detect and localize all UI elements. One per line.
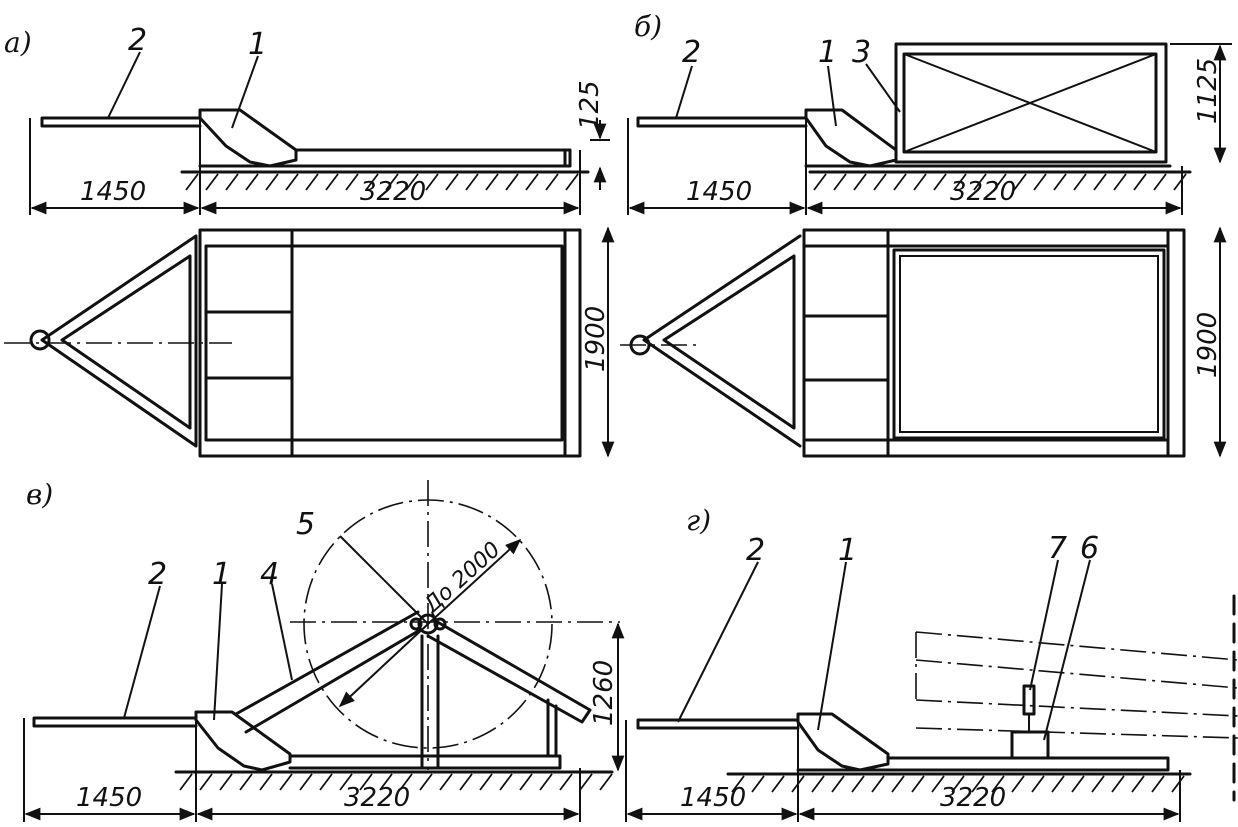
dim-length-d: 3220	[940, 783, 1006, 813]
callout-2-d: 2	[746, 533, 765, 568]
dim-height-a: 125	[575, 80, 605, 130]
callout-5-c: 5	[296, 507, 315, 542]
ramp-panels	[204, 310, 294, 380]
dim-drawbar-a: 1450	[80, 177, 146, 207]
frame-outline	[198, 228, 582, 458]
callout-2-a: 2	[128, 23, 147, 58]
ground-hatch	[179, 773, 613, 791]
view-b-side: б) 1450 3220 1125 2 1 3	[627, 10, 1232, 215]
view-b-plan: 1900	[620, 226, 1227, 458]
callout-1-b: 1	[818, 35, 837, 70]
towbar-a-frame	[40, 234, 198, 448]
frame-outline	[802, 228, 1186, 458]
view-a-label: а)	[4, 26, 32, 59]
pivot-bolt	[409, 617, 423, 631]
leader-line	[271, 583, 293, 681]
deck-outline	[204, 244, 564, 442]
dim-length-a: 3220	[360, 177, 426, 207]
ramp-1	[804, 108, 898, 168]
ramp-panels	[804, 314, 890, 382]
callout-7-d: 7	[1048, 531, 1067, 566]
leader-line	[675, 65, 693, 119]
view-c-label: в)	[26, 478, 53, 511]
leader-line	[817, 561, 847, 731]
leader-line	[827, 65, 837, 127]
callout-6-d: 6	[1080, 531, 1099, 566]
jack-7	[1022, 684, 1036, 716]
callout-1-c: 1	[212, 557, 231, 592]
callout-1-a: 1	[248, 27, 267, 62]
dim-drawbar-b: 1450	[686, 177, 752, 207]
drawbar-2	[40, 116, 202, 128]
dim-radius-c: До 2000	[419, 537, 506, 619]
platform	[288, 754, 562, 770]
ground-hatch	[731, 775, 1185, 793]
towbar-a-frame	[642, 234, 802, 448]
support-6	[1010, 730, 1050, 760]
callout-2-c: 2	[148, 557, 167, 592]
dim-length-c: 3220	[344, 783, 410, 813]
view-a-side: а) 1450 3220 125 2 1	[4, 23, 610, 215]
hitch-eye	[29, 329, 51, 351]
container-cross	[903, 53, 1157, 153]
view-d-side: г) 1450 3220 2 1 7 6	[625, 504, 1238, 822]
dim-width-b: 1900	[1193, 312, 1223, 378]
pivot-bolt	[433, 617, 447, 631]
callout-1-d: 1	[838, 533, 857, 568]
view-b-label: б)	[634, 10, 662, 43]
container-3	[894, 42, 1168, 164]
dim-width-a: 1900	[581, 306, 611, 372]
radius-arrow	[338, 623, 429, 708]
tilted-load-outline	[915, 631, 1238, 739]
leader-line	[1029, 559, 1059, 691]
ramp-1	[194, 710, 292, 772]
container-plan	[892, 248, 1166, 440]
callout-3-b: 3	[852, 35, 871, 70]
callout-2-b: 2	[682, 35, 701, 70]
leader-line	[123, 585, 161, 719]
dim-height-b: 1125	[1193, 58, 1223, 124]
callout-4-c: 4	[260, 557, 279, 592]
ramp-1	[198, 108, 298, 168]
rear-post	[546, 698, 558, 758]
leader-line	[865, 63, 901, 113]
view-a-plan: 1900	[4, 226, 615, 458]
boom-arm-4	[234, 610, 422, 734]
dim-drawbar-c: 1450	[76, 783, 142, 813]
container-inner	[902, 52, 1158, 154]
radius-arrow	[427, 538, 522, 625]
leader-line	[213, 583, 223, 721]
ground-hatch	[813, 173, 1187, 191]
view-d-label: г)	[686, 504, 711, 537]
mast-post	[420, 634, 440, 770]
leader-line	[107, 51, 141, 119]
boom-arm	[426, 618, 592, 724]
drawbar-2	[636, 718, 800, 730]
leader-5	[339, 535, 429, 625]
dim-length-b: 3220	[950, 177, 1016, 207]
leader-line	[231, 55, 259, 129]
platform	[198, 148, 572, 168]
drawbar-2	[32, 716, 198, 728]
leader-line	[677, 561, 759, 723]
drawbar-2	[636, 116, 808, 128]
dim-height-c: 1260	[589, 660, 619, 726]
ramp-1	[796, 712, 890, 772]
ground-hatch	[185, 173, 579, 191]
dim-drawbar-d: 1450	[680, 783, 746, 813]
container-plan-inner	[899, 255, 1159, 433]
view-c-side: в) До 2000 1450 3220 1260	[23, 478, 625, 822]
leader-line	[1043, 559, 1091, 741]
